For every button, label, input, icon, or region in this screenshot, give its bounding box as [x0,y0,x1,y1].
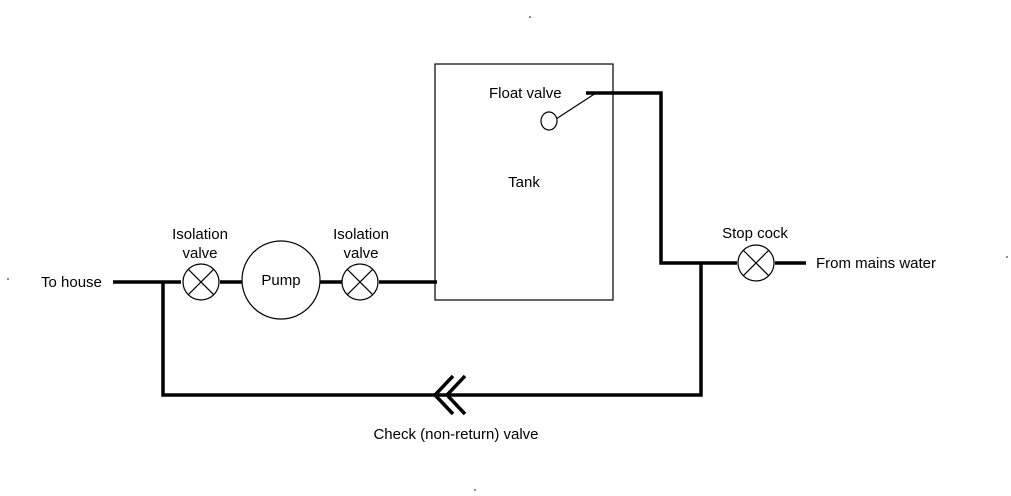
stray-dot [529,16,531,18]
float-valve-label: Float valve [489,85,562,102]
bypass-pipe [161,263,703,397]
stop-cock-label: Stop cock [722,225,788,242]
isolation-valve-left-label-1: Isolation [172,226,228,243]
stray-dot [7,278,9,280]
tank-box [434,63,614,301]
stop-cock-icon [737,244,775,282]
pump-circle [241,240,321,320]
isolation-valve-left-label-2: valve [182,245,217,262]
isolation-valve-right-icon [341,263,379,301]
float-arm [555,92,597,120]
tank-label: Tank [508,174,540,191]
isolation-valve-right-label-1: Isolation [333,226,389,243]
stray-dot [1006,256,1008,258]
isolation-valve-right-label-2: valve [343,245,378,262]
stray-dot [474,489,476,491]
check-valve-label: Check (non-return) valve [373,426,538,443]
pump-label: Pump [261,272,300,289]
to-house-label: To house [41,274,102,291]
inlet-pipe [586,91,737,265]
isolation-valve-left-icon [182,263,220,301]
float-ball [540,111,558,131]
check-valve-icon [432,374,467,416]
from-mains-label: From mains water [816,255,936,272]
